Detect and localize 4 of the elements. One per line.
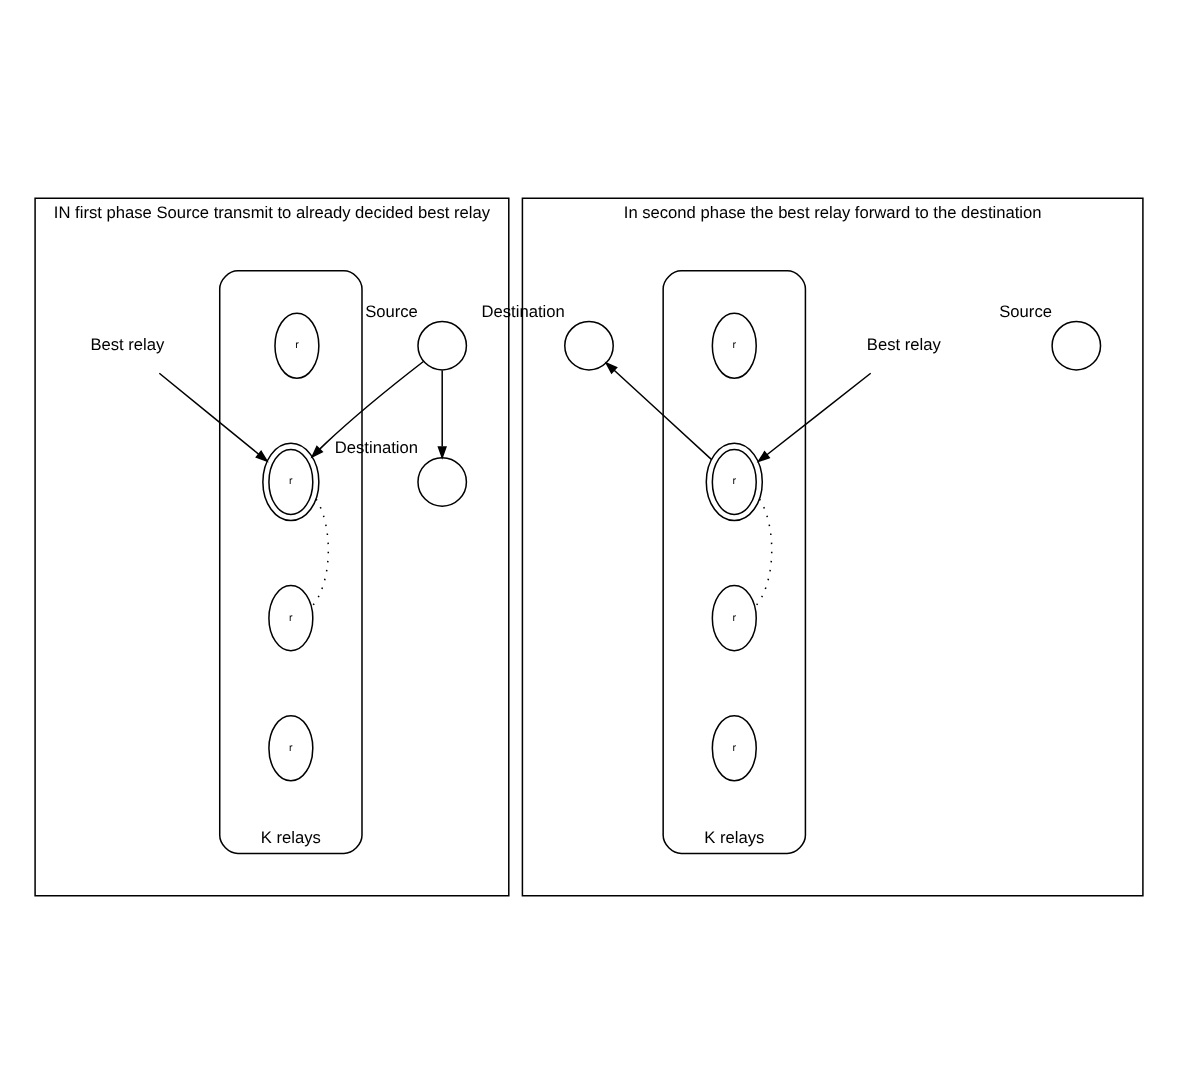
node-label: Source [999,299,1052,320]
node-text: Best relay [866,332,941,353]
node-label: Source [365,299,418,320]
node-text: Best relay [90,332,165,353]
